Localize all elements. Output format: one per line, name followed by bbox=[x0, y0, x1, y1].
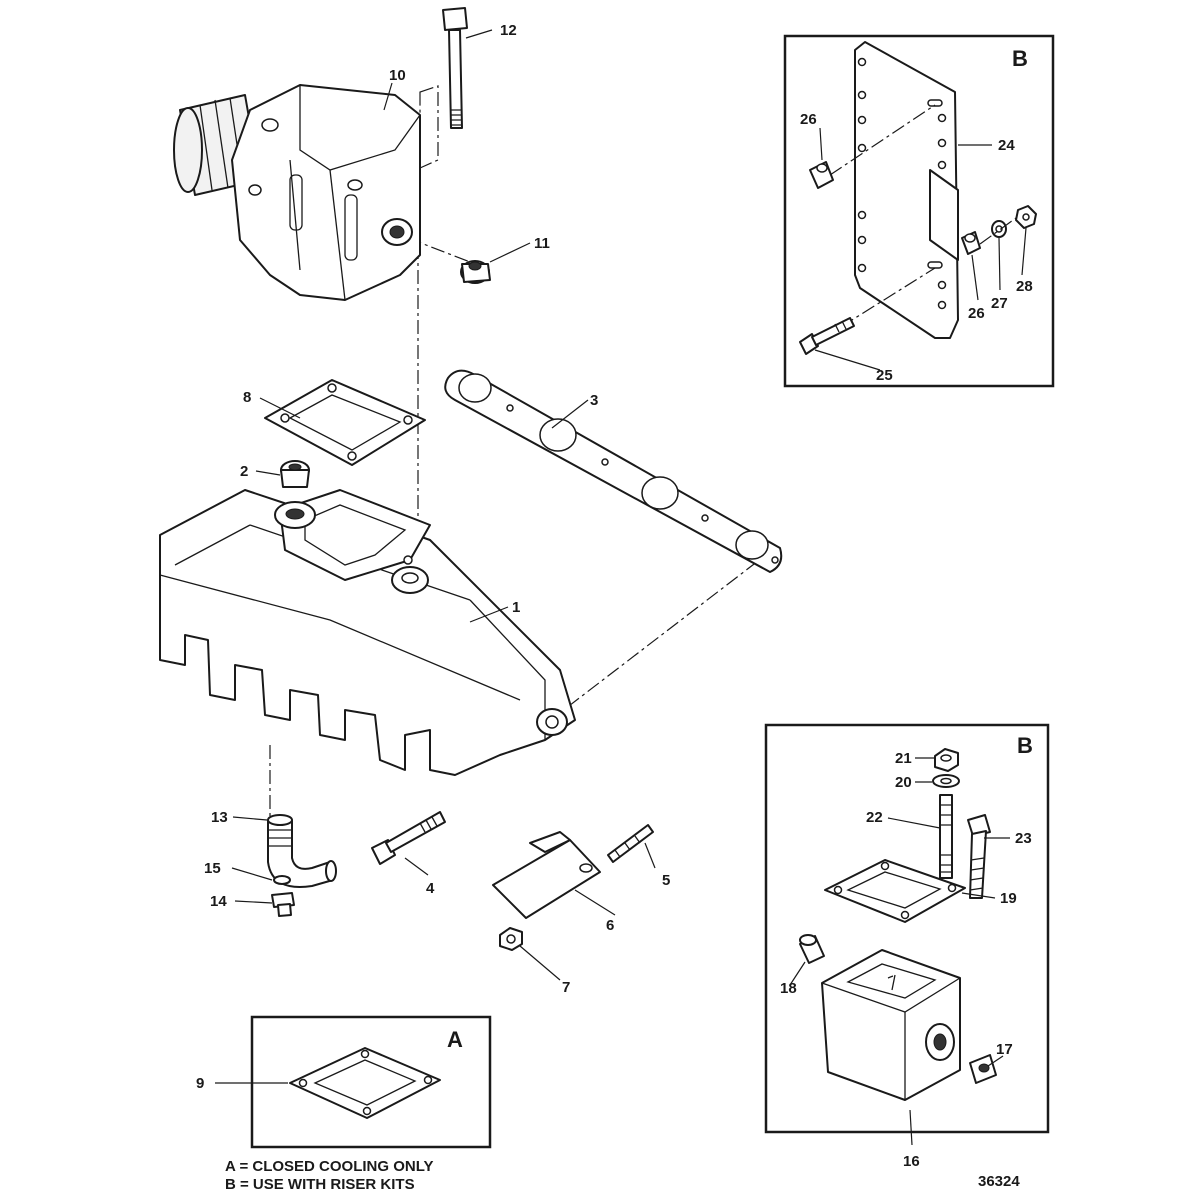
spacer-part-26-lower bbox=[961, 231, 981, 255]
drain-plug-part-14 bbox=[271, 892, 295, 917]
box-a: A bbox=[250, 1015, 492, 1149]
box-b-top: B bbox=[783, 34, 1055, 388]
legend: A = CLOSED COOLING ONLY B = USE WITH RIS… bbox=[225, 1158, 434, 1193]
bolt-part-4 bbox=[371, 811, 446, 865]
drawing-number: 36324 bbox=[978, 1173, 1020, 1190]
gasket-part-8 bbox=[264, 379, 426, 466]
callout-8: 8 bbox=[243, 389, 251, 406]
nut-part-21 bbox=[934, 748, 959, 772]
callout-28: 28 bbox=[1016, 278, 1033, 295]
callout-24: 24 bbox=[998, 137, 1015, 154]
callout-15: 15 bbox=[204, 860, 221, 877]
callout-20: 20 bbox=[895, 774, 912, 791]
pipe-plug-part-11 bbox=[460, 260, 491, 284]
nut-part-28 bbox=[1015, 205, 1037, 229]
callout-16: 16 bbox=[903, 1153, 920, 1170]
callout-19: 19 bbox=[1000, 890, 1017, 907]
callout-14: 14 bbox=[210, 893, 227, 910]
riser-part-16 bbox=[821, 949, 961, 1101]
callout-22: 22 bbox=[866, 809, 883, 826]
callout-17: 17 bbox=[996, 1041, 1013, 1058]
bolt-part-25 bbox=[799, 317, 855, 355]
callout-23: 23 bbox=[1015, 830, 1032, 847]
box-b-bottom-label: B bbox=[1017, 733, 1033, 758]
callout-25: 25 bbox=[876, 367, 893, 384]
callout-3: 3 bbox=[590, 392, 598, 409]
callout-5: 5 bbox=[662, 872, 670, 889]
elbow-fitting-part-13 bbox=[267, 814, 337, 888]
callout-9: 9 bbox=[196, 1075, 204, 1092]
callout-12: 12 bbox=[500, 22, 517, 39]
callout-2: 2 bbox=[240, 463, 248, 480]
legend-line-a: A = CLOSED COOLING ONLY bbox=[225, 1158, 434, 1175]
box-b-bottom: B bbox=[764, 723, 1050, 1134]
callout-13: 13 bbox=[211, 809, 228, 826]
exhaust-manifold-part-1 bbox=[159, 489, 576, 776]
washer-part-27 bbox=[991, 220, 1007, 238]
callout-6: 6 bbox=[606, 917, 614, 934]
callout-26-top: 26 bbox=[800, 111, 817, 128]
callout-numbers: 12 10 11 8 2 3 1 13 15 14 4 5 6 7 9 26 2… bbox=[196, 22, 1033, 1170]
callout-10: 10 bbox=[389, 67, 406, 84]
gasket-part-9 bbox=[289, 1047, 441, 1119]
callout-11: 11 bbox=[534, 235, 550, 252]
bracket-part-6 bbox=[492, 831, 601, 919]
stud-part-5 bbox=[607, 824, 654, 863]
exhaust-elbow-part-10 bbox=[173, 84, 421, 301]
callout-27: 27 bbox=[991, 295, 1008, 312]
callout-21: 21 bbox=[895, 750, 912, 767]
leader-lines bbox=[215, 29, 1027, 1146]
plug-part-17 bbox=[969, 1054, 997, 1084]
gasket-part-19 bbox=[824, 859, 966, 923]
callout-1: 1 bbox=[512, 599, 520, 616]
spacer-part-26 bbox=[809, 161, 834, 189]
manifold-gasket-part-3 bbox=[444, 369, 783, 573]
callout-7: 7 bbox=[562, 979, 570, 996]
box-b-top-label: B bbox=[1012, 46, 1028, 71]
stud-part-22 bbox=[939, 794, 953, 879]
callout-18: 18 bbox=[780, 980, 797, 997]
assembly-lines bbox=[269, 85, 776, 820]
bolt-part-23 bbox=[967, 814, 991, 899]
callout-26-bottom: 26 bbox=[968, 305, 985, 322]
o-ring-part-15 bbox=[273, 875, 291, 885]
adapter-plate-part-24 bbox=[854, 41, 959, 339]
box-a-label: A bbox=[447, 1027, 463, 1052]
legend-line-b: B = USE WITH RISER KITS bbox=[225, 1176, 415, 1193]
bolt-part-12 bbox=[442, 7, 468, 129]
nut-part-7 bbox=[499, 927, 523, 951]
plug-part-2 bbox=[280, 460, 310, 488]
plug-part-18 bbox=[799, 934, 825, 964]
washer-part-20 bbox=[932, 774, 960, 788]
callout-4: 4 bbox=[426, 880, 435, 897]
